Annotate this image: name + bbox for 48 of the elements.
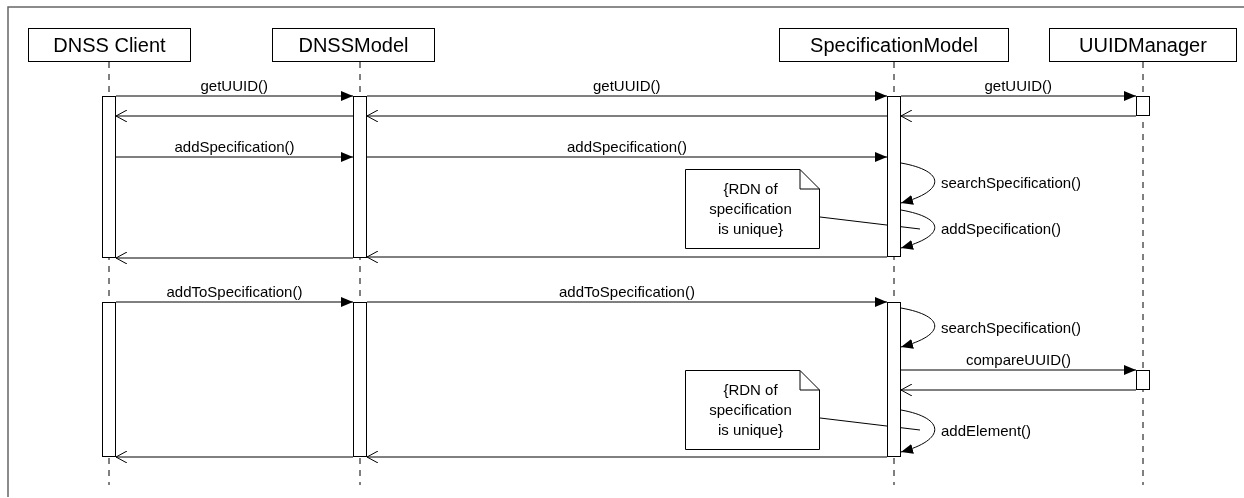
activation-bar: [353, 96, 367, 258]
return-arrow: [366, 109, 888, 123]
message-label: addToSpecification(): [166, 283, 303, 301]
message-arrow: [115, 91, 354, 101]
activation-bar: [102, 302, 116, 457]
lifeline-header: SpecificationModel: [779, 28, 1009, 62]
message-arrow: [115, 152, 354, 162]
message-label: addElement(): [941, 422, 1032, 440]
message-label: addSpecification(): [174, 138, 295, 156]
return-arrow: [900, 383, 1137, 397]
self-message-arrow: [900, 409, 936, 454]
leader-line: [819, 417, 921, 431]
message-arrow: [366, 152, 888, 162]
self-message-arrow: [900, 209, 936, 250]
message-label: compareUUID(): [966, 351, 1071, 369]
lifeline-header: UUIDManager: [1049, 28, 1237, 62]
message-label: getUUID(): [984, 77, 1052, 95]
activation-bar: [1136, 96, 1150, 116]
message-label: addToSpecification(): [559, 283, 695, 301]
message-label: addSpecification(): [567, 138, 688, 156]
note: {RDN of specification is unique}: [685, 169, 820, 249]
lifeline-header: DNSS Client: [28, 28, 191, 62]
return-arrow: [366, 450, 888, 464]
message-label: searchSpecification(): [941, 174, 1082, 192]
self-message-arrow: [900, 307, 936, 349]
lifeline-header: DNSSModel: [272, 28, 435, 62]
leader-line: [819, 216, 921, 230]
activation-bar: [1136, 370, 1150, 390]
message-arrow: [115, 297, 354, 307]
message-label: getUUID(): [200, 77, 268, 95]
self-message-arrow: [900, 162, 936, 205]
activation-bar: [887, 302, 901, 457]
return-arrow: [115, 109, 354, 123]
message-label: getUUID(): [593, 77, 661, 95]
message-arrow: [900, 91, 1137, 101]
message-label: searchSpecification(): [941, 318, 1082, 337]
activation-bar: [102, 96, 116, 258]
return-arrow: [900, 109, 1137, 123]
message-arrow: [900, 365, 1137, 375]
message-arrow: [366, 91, 888, 101]
activation-bar: [887, 96, 901, 257]
activation-bar: [353, 302, 367, 457]
return-arrow: [366, 250, 888, 264]
message-arrow: [366, 297, 888, 307]
return-arrow: [115, 251, 354, 265]
note: {RDN of specification is unique}: [685, 370, 820, 450]
return-arrow: [115, 450, 354, 464]
message-label: addSpecification(): [941, 220, 1062, 238]
